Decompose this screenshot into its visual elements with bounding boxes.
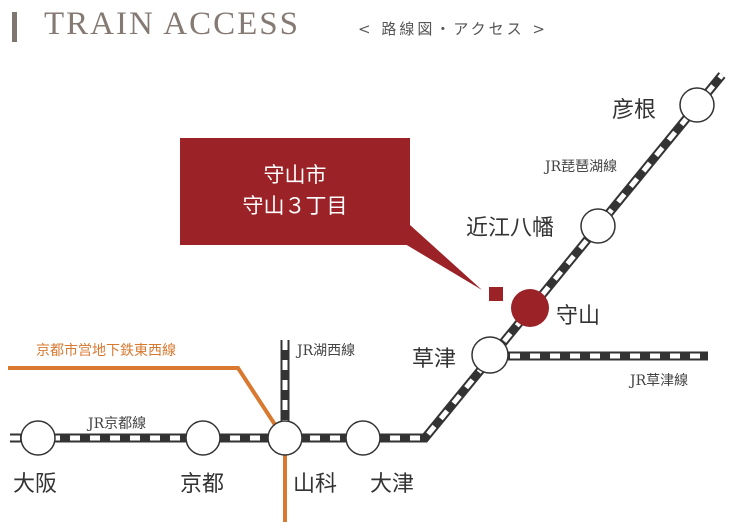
label-hikone: 彦根 [612, 98, 657, 123]
label-moriyama: 守山 [556, 304, 601, 329]
label-kyoto: 京都 [180, 472, 225, 497]
label-kusatsu-line: JR草津線 [630, 373, 689, 389]
label-otsu: 大津 [370, 472, 415, 497]
label-kosei-line: JR湖西線 [297, 343, 356, 359]
station-kyoto [185, 420, 221, 456]
station-hikone [679, 87, 715, 123]
station-kusatsu [471, 336, 509, 374]
location-marker [489, 287, 503, 301]
label-omihachiman: 近江八幡 [466, 216, 555, 241]
label-kusatsu: 草津 [412, 347, 457, 372]
callout-city: 守山市 [263, 163, 327, 187]
location-callout: 守山市 守山３丁目 [180, 138, 410, 245]
station-omihachiman [580, 208, 616, 244]
label-kyoto-line: JR京都線 [88, 416, 147, 432]
label-osaka: 大阪 [13, 472, 58, 497]
station-osaka [20, 420, 56, 456]
page-title: TRAIN ACCESS [44, 6, 300, 42]
callout-pointer [390, 225, 482, 290]
title-bar [12, 12, 17, 42]
station-moriyama [511, 289, 549, 327]
station-otsu [345, 420, 381, 456]
subway-line [8, 366, 287, 522]
label-yamashina: 山科 [293, 472, 338, 497]
label-biwako-line: JR琵琶湖線 [545, 159, 618, 175]
station-yamashina [267, 420, 303, 456]
page-subtitle: < 路線図・アクセス > [358, 20, 548, 38]
callout-address: 守山３丁目 [242, 194, 348, 218]
jr-main-line [10, 72, 726, 443]
label-subway-line: 京都市営地下鉄東西線 [36, 343, 176, 359]
